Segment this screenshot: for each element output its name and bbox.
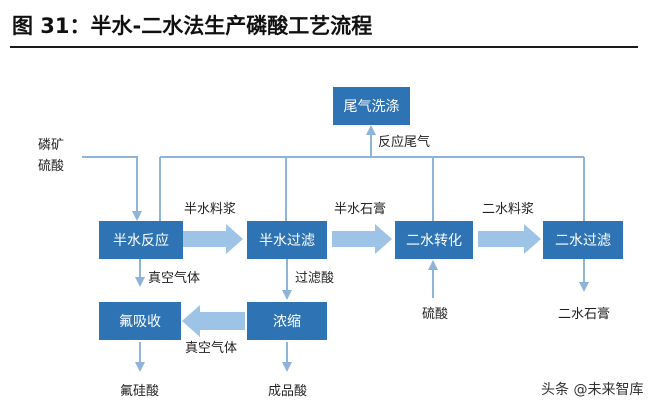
- flow-labels: 磷矿 硫酸 反应尾气 半水料浆 半水石膏 二水料浆 真空气体 过滤酸 真空气体 …: [38, 134, 610, 399]
- label-dihydrate-slurry: 二水料浆: [482, 202, 534, 217]
- block-arrow-dihydrate-slurry: [478, 224, 541, 254]
- label-sulfuric-acid-input: 硫酸: [38, 159, 64, 174]
- box-concentration-label: 浓缩: [273, 314, 301, 330]
- arrow-raw-materials-input: [82, 156, 142, 221]
- label-vacuum-gas-1: 真空气体: [148, 270, 200, 286]
- label-phosphate-rock: 磷矿: [38, 138, 64, 153]
- box-fluorine-absorption: 氟吸收: [99, 302, 181, 340]
- process-boxes: 尾气洗涤 半水反应 半水过滤 二水转化 二水过滤 氟吸收 浓缩: [99, 87, 623, 340]
- block-arrow-hemihydrate-gypsum: [332, 224, 392, 254]
- box-dihydrate-filtration-label: 二水过滤: [555, 233, 611, 249]
- box-hemihydrate-reaction: 半水反应: [99, 221, 183, 259]
- box-hemihydrate-filtration: 半水过滤: [247, 221, 327, 259]
- box-tail-gas-washing: 尾气洗涤: [333, 87, 410, 125]
- label-product-acid: 成品酸: [268, 384, 307, 399]
- block-arrows: [182, 224, 541, 337]
- connector-lines: [82, 125, 589, 372]
- block-arrow-vacuum-gas-left: [182, 305, 245, 337]
- title-divider: [10, 46, 638, 48]
- label-dihydrate-gypsum: 二水石膏: [558, 306, 610, 322]
- watermark: 头条 @未来智库: [541, 382, 644, 398]
- figure-title: 图 31：半水-二水法生产磷酸工艺流程: [12, 14, 373, 38]
- label-sulfuric-acid-2: 硫酸: [422, 307, 448, 322]
- box-dihydrate-filtration: 二水过滤: [543, 221, 623, 259]
- box-dihydrate-conversion-label: 二水转化: [406, 233, 462, 249]
- block-arrow-hemihydrate-slurry: [183, 224, 243, 254]
- box-fluorine-absorption-label: 氟吸收: [119, 314, 161, 330]
- box-tail-gas-washing-label: 尾气洗涤: [344, 99, 400, 115]
- label-reaction-tail-gas: 反应尾气: [378, 134, 430, 150]
- box-dihydrate-conversion: 二水转化: [395, 221, 473, 259]
- box-hemihydrate-filtration-label: 半水过滤: [259, 233, 315, 249]
- label-hemihydrate-slurry: 半水料浆: [184, 202, 236, 217]
- label-hemihydrate-gypsum: 半水石膏: [334, 201, 386, 217]
- box-concentration: 浓缩: [247, 302, 327, 340]
- label-filtrate-acid: 过滤酸: [295, 271, 334, 286]
- label-fluorosilicic-acid: 氟硅酸: [120, 384, 159, 399]
- label-vacuum-gas-2: 真空气体: [185, 340, 237, 356]
- box-hemihydrate-reaction-label: 半水反应: [113, 232, 169, 249]
